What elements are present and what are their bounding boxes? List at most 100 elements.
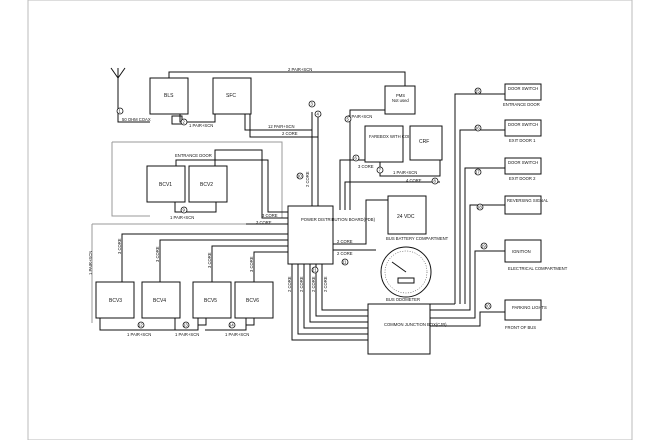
marker-8 — [431, 177, 439, 185]
bundle-label-c: 2 CORE — [311, 276, 316, 292]
bundle-5 — [315, 264, 368, 317]
bcv6-label: BCV6 — [246, 298, 259, 304]
bundle-label-d: 2 CORE — [323, 276, 328, 292]
crf-4core-label: 4 CORE — [406, 178, 422, 183]
bcv5-label: BCV5 — [204, 298, 217, 304]
wire-bcv4 — [159, 239, 288, 282]
marker-10-label: 10 — [297, 174, 302, 179]
battery-voltage: 24 VDC — [397, 214, 415, 220]
bcv4-label: BCV4 — [153, 298, 166, 304]
reversing-label: REVERSING SIGNAL — [507, 198, 549, 203]
marker-16-label: 16 — [475, 126, 480, 131]
marker-12 — [137, 321, 145, 329]
bcv2-box — [188, 165, 228, 203]
bcv-3core-label: 3 CORE — [262, 213, 278, 218]
bcv3-label: BCV3 — [109, 298, 122, 304]
marker-14-label: 14 — [229, 323, 234, 328]
bcv56-pair-label: 1 PAIR+SCN — [225, 332, 249, 337]
wire-bcv1-pdb — [175, 159, 288, 213]
crf-label: CRF — [419, 139, 429, 145]
cjb-box — [367, 303, 431, 355]
bundle-1 — [291, 264, 368, 341]
front-bus-label: FRONT OF BUS — [505, 325, 536, 330]
coax-label: 50 OHM COAX — [122, 117, 151, 122]
parking-label: PARKING LIGHTS — [512, 305, 547, 310]
bcv2-label: BCV2 — [200, 182, 213, 188]
marker-17 — [474, 168, 482, 176]
marker-6-label: 6 — [355, 156, 358, 161]
marker-2 — [180, 118, 188, 126]
bcv1-box — [146, 165, 186, 203]
wire-top-label: 2 PAIR+SCN — [288, 67, 312, 72]
wire-ignition — [430, 250, 505, 319]
exit-door-1-label: EXIT DOOR 1 — [509, 138, 536, 143]
odometer-ticks — [384, 250, 428, 294]
coax-wire — [117, 88, 150, 123]
door-switch-exit2 — [504, 157, 542, 175]
wire-bcv2-pdb — [214, 149, 288, 219]
wire-parking — [430, 311, 505, 327]
wire-bls-sfc — [179, 114, 216, 123]
cjb-label: COMMON JUNCTION BOX(CJB) — [384, 322, 447, 327]
pms-label: PMS — [396, 93, 405, 98]
door-switch-entrance — [504, 83, 542, 101]
marker-18 — [476, 203, 484, 211]
sfc-label: SFC — [226, 93, 236, 99]
marker-19-label: 19 — [481, 244, 486, 249]
ds-exit2-label: DOOR SWITCH — [508, 160, 538, 165]
bcv5-connector — [197, 317, 207, 326]
bcv3-box — [95, 281, 135, 319]
odometer-label: BUS ODOMETER — [386, 297, 420, 302]
battery-label: BUS BATTERY COMPARTMENT — [386, 236, 449, 241]
farebox-box — [364, 125, 404, 163]
marker-9 — [180, 206, 188, 214]
crf-box — [409, 125, 443, 161]
marker-8-label: 8 — [434, 179, 437, 184]
left-pair-label: 1 PAIR+SCN — [88, 251, 93, 275]
crf-pair-label: 1 PAIR+SCN — [393, 170, 417, 175]
bcv1-label: BCV1 — [159, 182, 172, 188]
wire-top — [168, 71, 406, 86]
marker-18-label: 18 — [477, 205, 482, 210]
marker-5-label: 5 — [347, 117, 350, 122]
bcv4-box — [141, 281, 181, 319]
ds-exit1-label: DOOR SWITCH — [508, 122, 538, 127]
elec-comp-label: ELECTRICAL COMPARTMENT — [508, 266, 568, 271]
marker-4 — [314, 110, 322, 118]
marker-15-label: 15 — [475, 89, 480, 94]
pms-note: Not used — [392, 98, 409, 103]
entrance-door-title: ENTRANCE DOOR — [175, 153, 212, 158]
bundle-label-a: 2 CORE — [287, 276, 292, 292]
parking-box — [504, 299, 542, 321]
marker-5 — [344, 115, 352, 123]
odometer-needle — [391, 261, 407, 273]
wire-ds-exit2 — [464, 167, 505, 304]
marker-11-label: 11 — [342, 260, 347, 265]
marker-21 — [311, 266, 319, 274]
gray-wire-left — [111, 142, 150, 217]
marker-19 — [480, 242, 488, 250]
battery-box — [387, 195, 427, 235]
marker-3-label: 3 — [311, 102, 314, 107]
wire-3pair-label: 3 PAIR+SCN — [348, 114, 372, 119]
door-switch-exit1 — [504, 119, 542, 137]
marker-13 — [182, 321, 190, 329]
wire-bcv5-bcv6 — [205, 325, 247, 331]
marker-7 — [376, 166, 384, 174]
wire-bcv6 — [253, 251, 288, 282]
pdb-label: POWER DISTRIBUTION BOARD(PDB) — [301, 217, 376, 222]
marker-9-label: 9 — [183, 208, 186, 213]
marker-21-label: 21 — [312, 268, 317, 273]
bcv5-core-label: 3 CORE — [207, 252, 212, 268]
bundle-4 — [309, 264, 368, 323]
marker-17-label: 17 — [475, 170, 480, 175]
marker-2-label: 2 — [183, 120, 186, 125]
antenna-icon — [110, 67, 126, 88]
farebox-label: FAREBOX WITH COIN BOX — [369, 134, 422, 139]
marker-6 — [352, 154, 360, 162]
bundle-2 — [297, 264, 368, 335]
marker-12-label: 12 — [138, 323, 143, 328]
bcv4-core-label: 3 CORE — [155, 246, 160, 262]
farebox-core-label: 3 CORE — [358, 164, 374, 169]
